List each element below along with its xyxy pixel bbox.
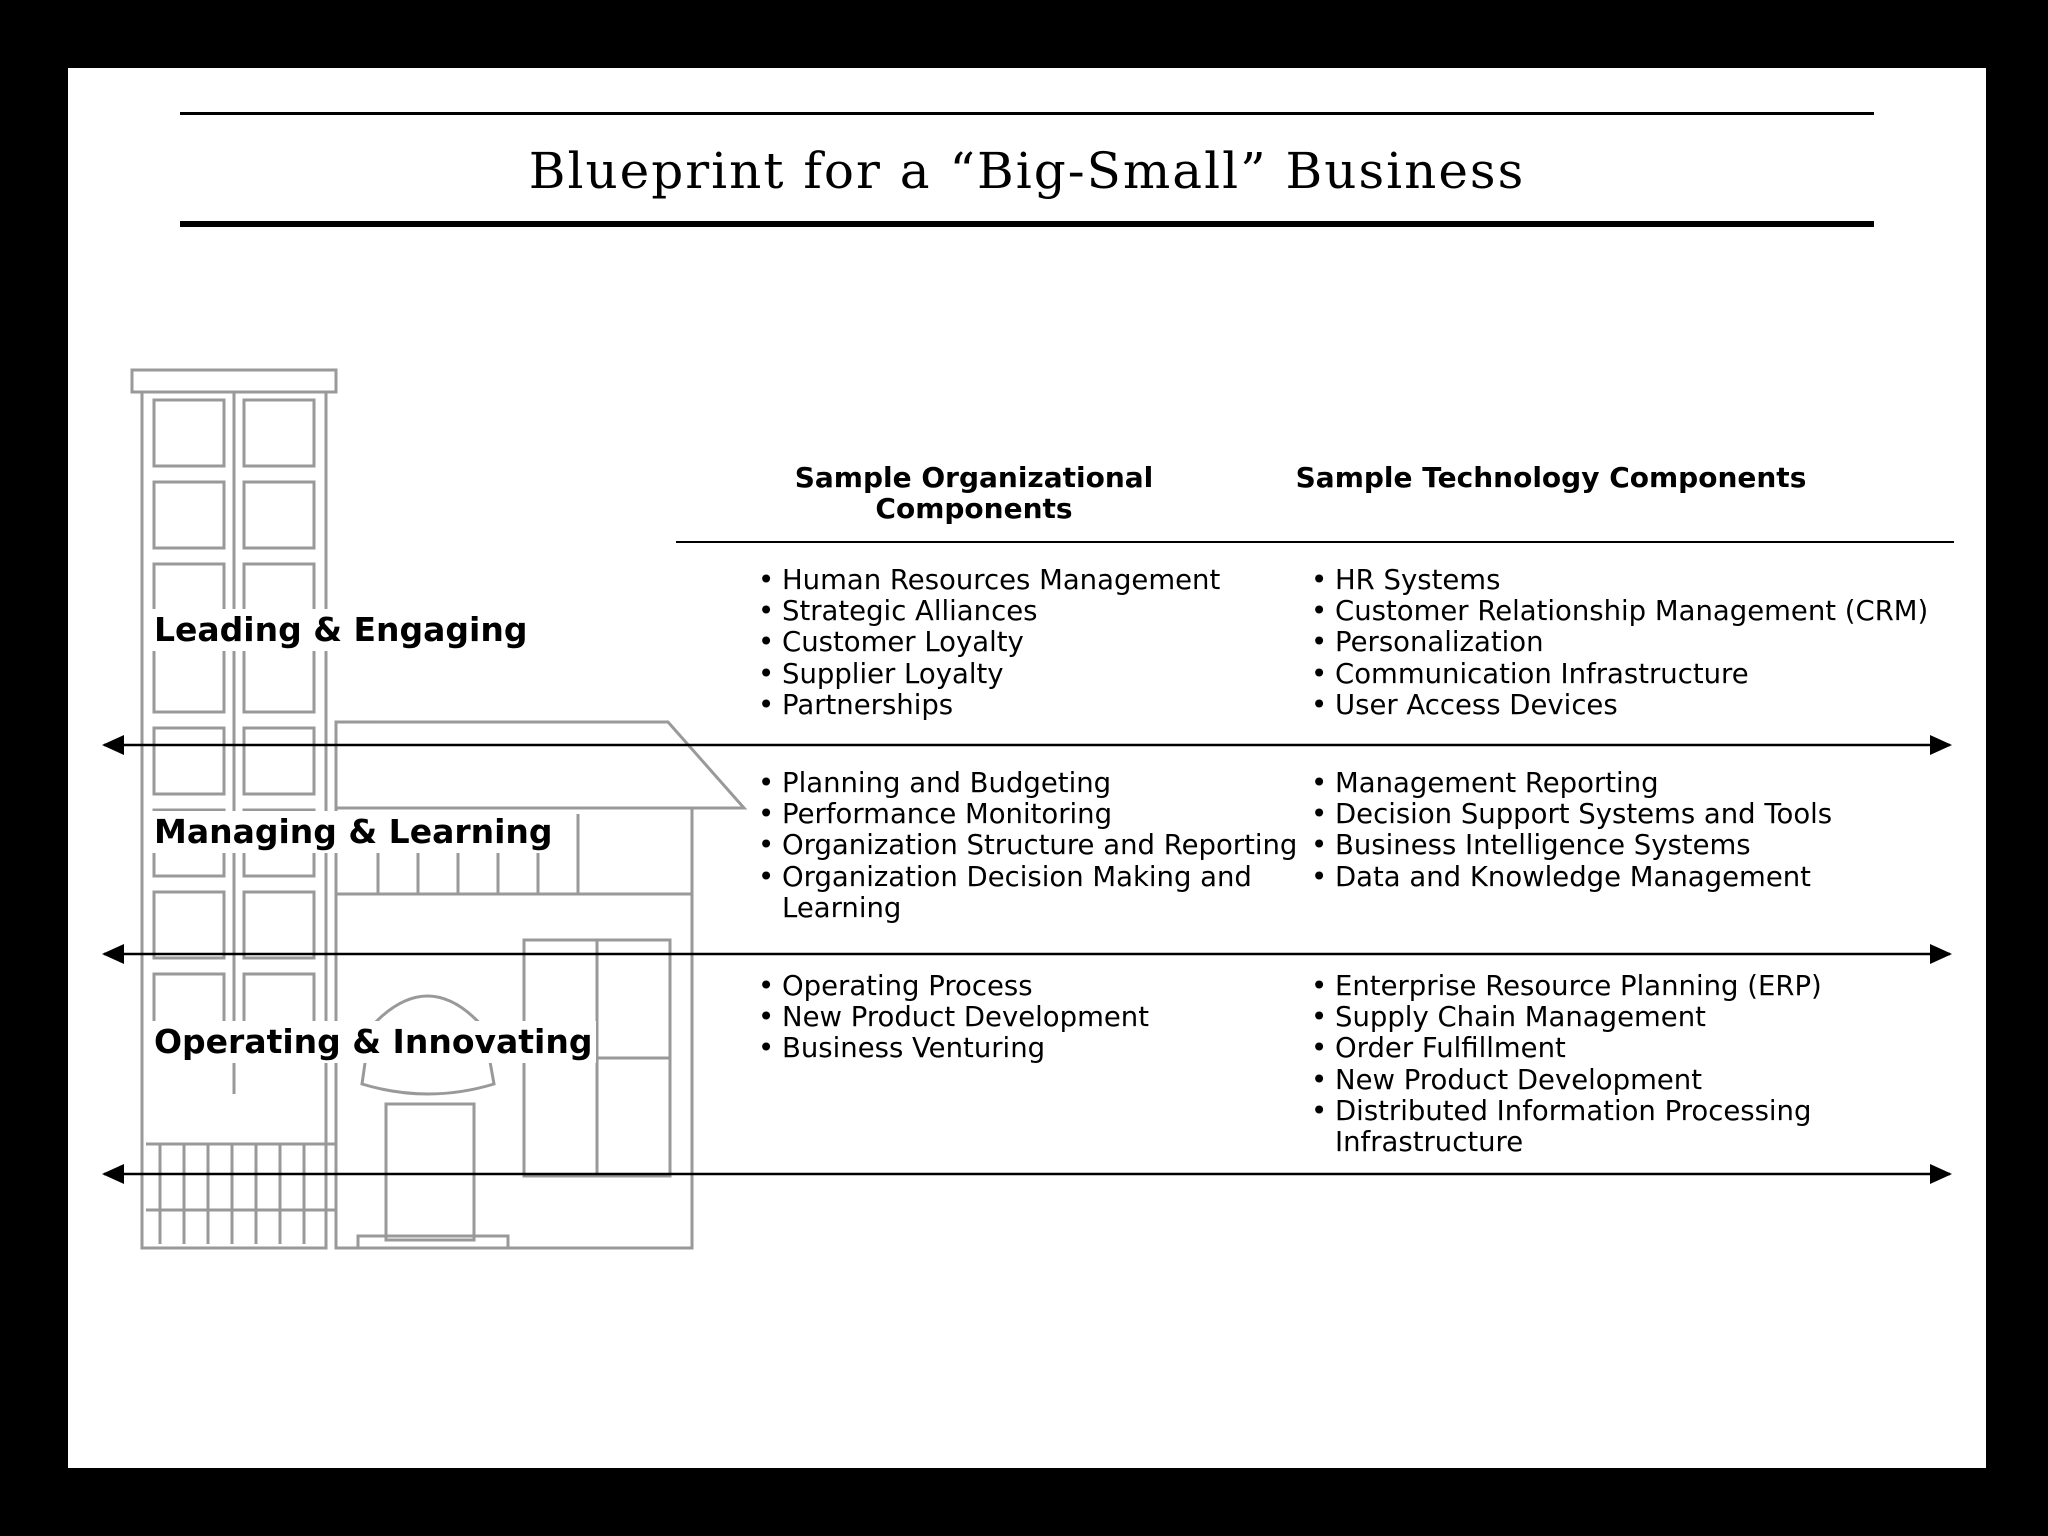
list-item: HR Systems	[1311, 564, 1928, 596]
arrowhead-right-3	[1930, 1164, 1952, 1184]
list-item: Management Reporting	[1311, 767, 1832, 799]
list-item: Organization Structure and Reporting	[758, 830, 1297, 862]
arrowhead-right-2	[1930, 944, 1952, 964]
title-bottom-rule	[180, 221, 1874, 227]
row-label-managing-learning: Managing & Learning	[150, 811, 557, 853]
list-item: Operating Process	[758, 970, 1149, 1002]
row-label-leading-engaging: Leading & Engaging	[150, 609, 532, 651]
list-item: Business Venturing	[758, 1033, 1149, 1065]
list-item: Supply Chain Management	[1311, 1002, 1855, 1034]
list-item: Strategic Alliances	[758, 596, 1220, 628]
list-item: Planning and Budgeting	[758, 767, 1297, 799]
list-item: Customer Relationship Management (CRM)	[1311, 596, 1928, 628]
list-item: Customer Loyalty	[758, 627, 1220, 659]
tech-column-header: Sample Technology Components	[1295, 461, 1807, 494]
list-item: User Access Devices	[1311, 689, 1928, 721]
header-rule	[676, 541, 1954, 543]
list-item: New Product Development	[1311, 1064, 1855, 1096]
slide: Blueprint for a “Big-Small” Business	[68, 68, 1986, 1468]
list-item: Human Resources Management	[758, 564, 1220, 596]
page-title: Blueprint for a “Big-Small” Business	[528, 142, 1526, 200]
list-item: Performance Monitoring	[758, 799, 1297, 831]
list-item: Distributed Information Processing Infra…	[1311, 1095, 1855, 1158]
list-item: Supplier Loyalty	[758, 658, 1220, 690]
operating-org-list: Operating Process New Product Developmen…	[758, 970, 1149, 1065]
list-item: Business Intelligence Systems	[1311, 830, 1832, 862]
list-item: Communication Infrastructure	[1311, 658, 1928, 690]
leading-org-list: Human Resources Management Strategic All…	[758, 564, 1220, 721]
row-label-operating-innovating: Operating & Innovating	[150, 1021, 597, 1063]
list-item: Partnerships	[758, 689, 1220, 721]
list-item: Order Fulfillment	[1311, 1033, 1855, 1065]
list-item: Enterprise Resource Planning (ERP)	[1311, 970, 1855, 1002]
building-illustration	[130, 368, 748, 1250]
arrowhead-right-1	[1930, 735, 1952, 755]
list-item: Decision Support Systems and Tools	[1311, 799, 1832, 831]
list-item: New Product Development	[758, 1002, 1149, 1034]
list-item: Organization Decision Making and Learnin…	[758, 861, 1252, 924]
operating-tech-list: Enterprise Resource Planning (ERP) Suppl…	[1311, 970, 1855, 1158]
leading-tech-list: HR Systems Customer Relationship Managem…	[1311, 564, 1928, 721]
list-item: Personalization	[1311, 627, 1928, 659]
title-top-rule	[180, 112, 1874, 115]
org-column-header: Sample Organizational Components	[794, 461, 1154, 525]
list-item: Data and Knowledge Management	[1311, 861, 1832, 893]
managing-org-list: Planning and Budgeting Performance Monit…	[758, 767, 1297, 924]
managing-tech-list: Management Reporting Decision Support Sy…	[1311, 767, 1832, 893]
